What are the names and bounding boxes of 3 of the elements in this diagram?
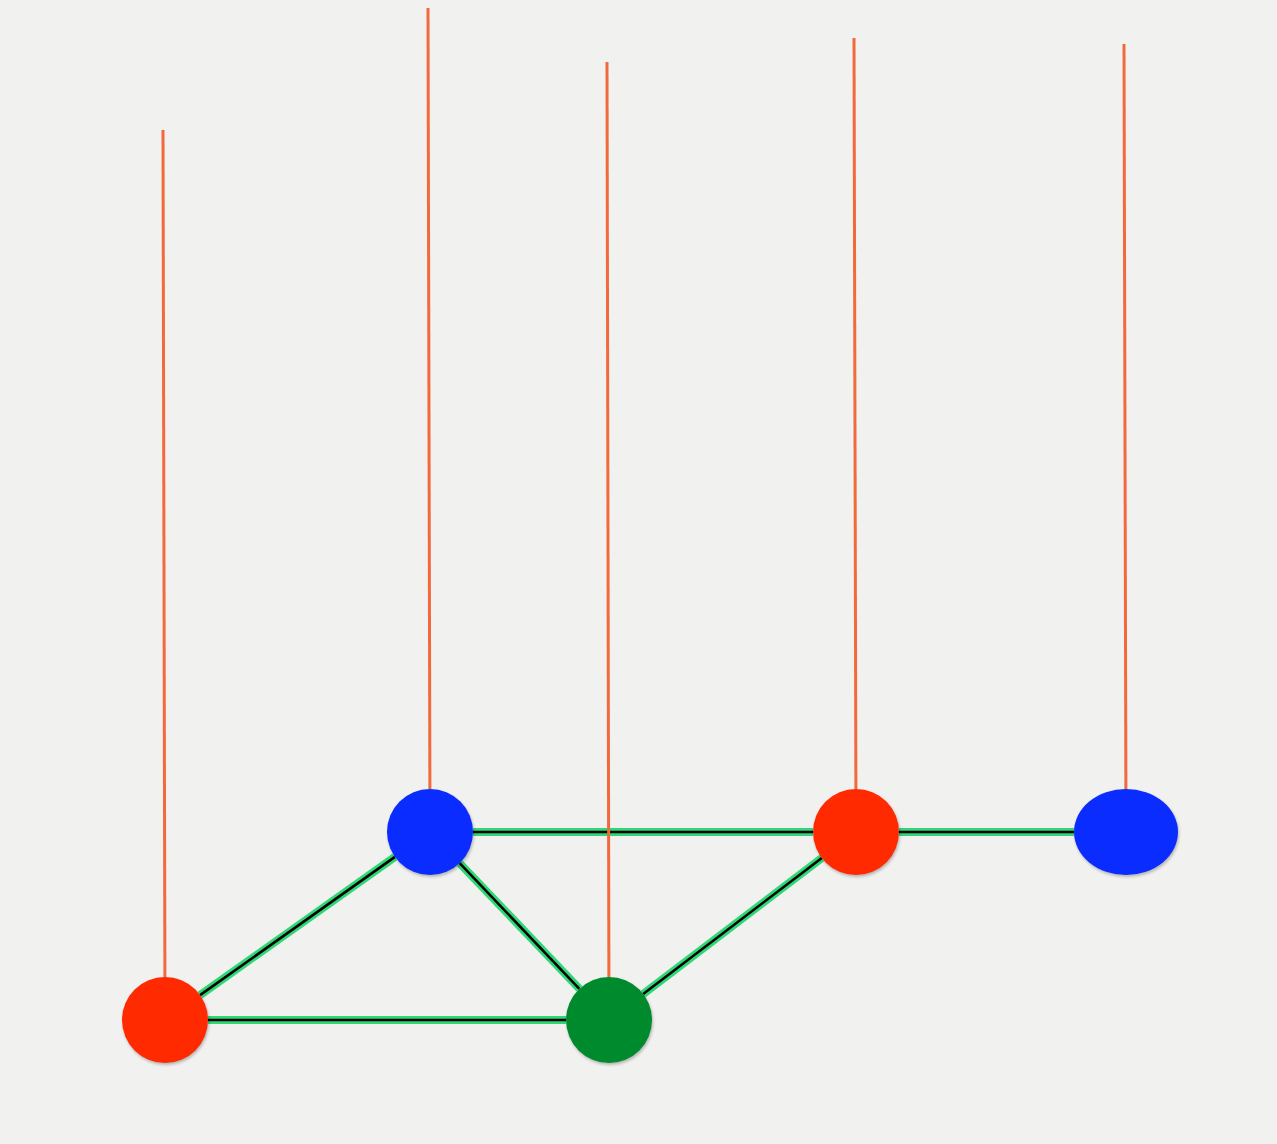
circle-node xyxy=(387,789,473,875)
circle-node xyxy=(813,789,899,875)
circle-node xyxy=(566,977,652,1063)
